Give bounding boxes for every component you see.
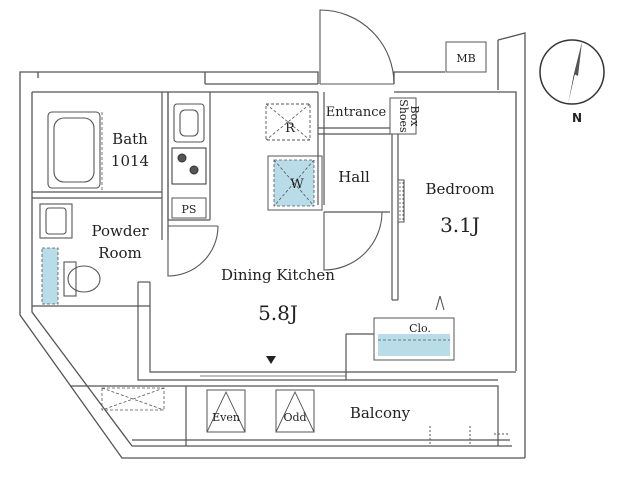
bedroom-door-track [399,182,404,220]
refrigerator-label: R [285,121,296,136]
hall-label: Hall [338,168,370,186]
balcony-label: Balcony [350,404,411,422]
mb-box: MB [445,41,487,73]
stove-icon [171,147,207,185]
ps-box: PS [171,197,207,219]
bedroom-label: Bedroom [426,180,495,198]
entrance-label: Entrance [326,105,387,120]
room-labels: Bath 1014 Powder Room Dining Kitchen 5.8… [91,105,494,422]
bath-label: Bath [112,130,148,148]
refrigerator-space: R [265,103,311,141]
compass: N [539,39,605,125]
dining-label: Dining Kitchen [221,266,335,284]
outdoor-unit-odd: Odd [275,389,315,433]
outdoor-unit-even: Even [206,389,246,433]
doors [167,9,445,311]
closet: Clo. [373,317,455,361]
unit-even-label: Even [212,411,240,424]
balcony-hatch [101,387,165,411]
toilet-icon [63,261,101,297]
dining-size: 5.8J [258,301,298,325]
closet-label: Clo. [409,322,431,335]
powder-label-2: Room [98,244,142,262]
washer-space: W [267,155,323,211]
powder-water-area [41,247,59,305]
compass-north-label: N [572,111,582,125]
entry-arrow-icon [266,356,276,364]
bath-size: 1014 [111,152,149,170]
powder-label-1: Powder [91,222,149,240]
washbasin-icon [39,203,73,239]
kitchen-sink-icon [173,103,205,143]
shoes-box-line1: Shoes [397,99,410,133]
shoes-box: Shoes Box [389,97,421,135]
washer-label: W [290,177,304,192]
mb-label: MB [456,52,475,65]
interior-walls [32,92,516,446]
unit-odd-label: Odd [283,411,306,424]
balcony-drain-marks [429,426,510,446]
shoes-box-line2: Box [408,106,421,128]
bedroom-size: 3.1J [440,213,480,237]
exterior-walls [19,32,526,459]
bathtub-icon [47,111,101,189]
ps-label: PS [182,203,197,216]
